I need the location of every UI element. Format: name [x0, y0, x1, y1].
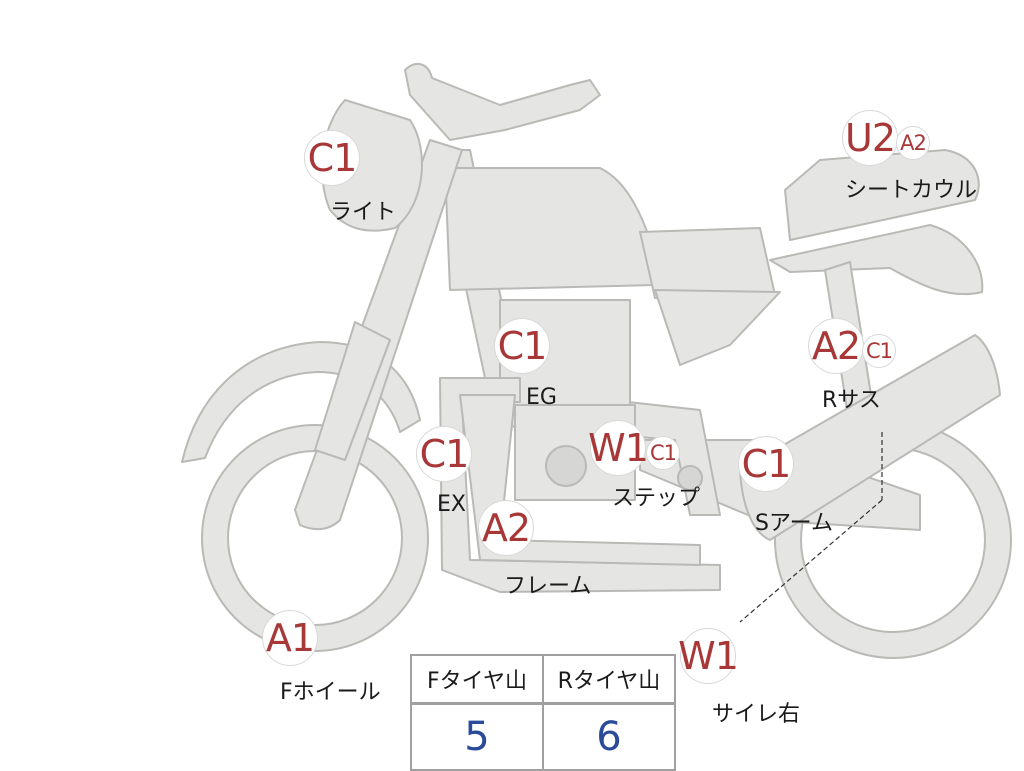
- grade-badge-light: C1: [304, 130, 360, 186]
- part-label-light: ライト: [330, 200, 397, 225]
- handlebar-shape: [404, 62, 601, 141]
- muffler-shape: [739, 334, 1001, 541]
- tire-tread-table: Fタイヤ山 Rタイヤ山 5 6: [410, 654, 676, 771]
- part-label-seat-cowl: シートカウル: [845, 178, 978, 203]
- part-label-muffler-right: サイレ右: [712, 702, 801, 727]
- grade-badge-swing-arm: C1: [738, 436, 794, 492]
- grade-badge-front-wheel: A1: [262, 610, 318, 666]
- seat-shape: [639, 227, 776, 299]
- grade-badge-seat-cowl-primary: U2: [842, 110, 898, 166]
- rear-tire-tread-value: 6: [542, 702, 676, 771]
- grade-badge-muffler-right: W1: [678, 628, 739, 684]
- front-tire-tread-value: 5: [410, 702, 544, 771]
- part-label-step: ステップ: [612, 486, 701, 511]
- fuel-tank-shape: [444, 167, 656, 291]
- part-label-exhaust: EX: [437, 492, 466, 517]
- rear-fender-shape: [769, 224, 984, 296]
- part-label-engine: EG: [526, 385, 557, 410]
- part-label-front-wheel: Fホイール: [280, 680, 381, 705]
- part-label-frame: フレーム: [504, 574, 592, 599]
- grade-badge-engine: C1: [494, 318, 550, 374]
- rear-tire-tread-header: Rタイヤ山: [542, 654, 676, 705]
- tire-tread-header-row: Fタイヤ山 Rタイヤ山: [410, 654, 676, 705]
- grade-badge-step-secondary: C1: [646, 436, 680, 470]
- tire-tread-value-row: 5 6: [410, 702, 676, 771]
- grade-badge-rear-suspension-primary: A2: [808, 318, 864, 374]
- grade-badge-step-primary: W1: [588, 420, 649, 476]
- grade-badge-frame: A2: [478, 500, 534, 556]
- grade-badge-rear-suspension-secondary: C1: [862, 334, 896, 368]
- front-tire-tread-header: Fタイヤ山: [410, 654, 544, 705]
- part-label-rear-suspension: Rサス: [822, 388, 881, 413]
- seat-cowl-shape: [784, 149, 980, 241]
- grade-badge-exhaust: C1: [416, 426, 472, 482]
- part-label-swing-arm: Sアーム: [755, 511, 833, 536]
- leader-line-muffler: [739, 499, 883, 623]
- grade-badge-seat-cowl-secondary: A2: [896, 126, 930, 160]
